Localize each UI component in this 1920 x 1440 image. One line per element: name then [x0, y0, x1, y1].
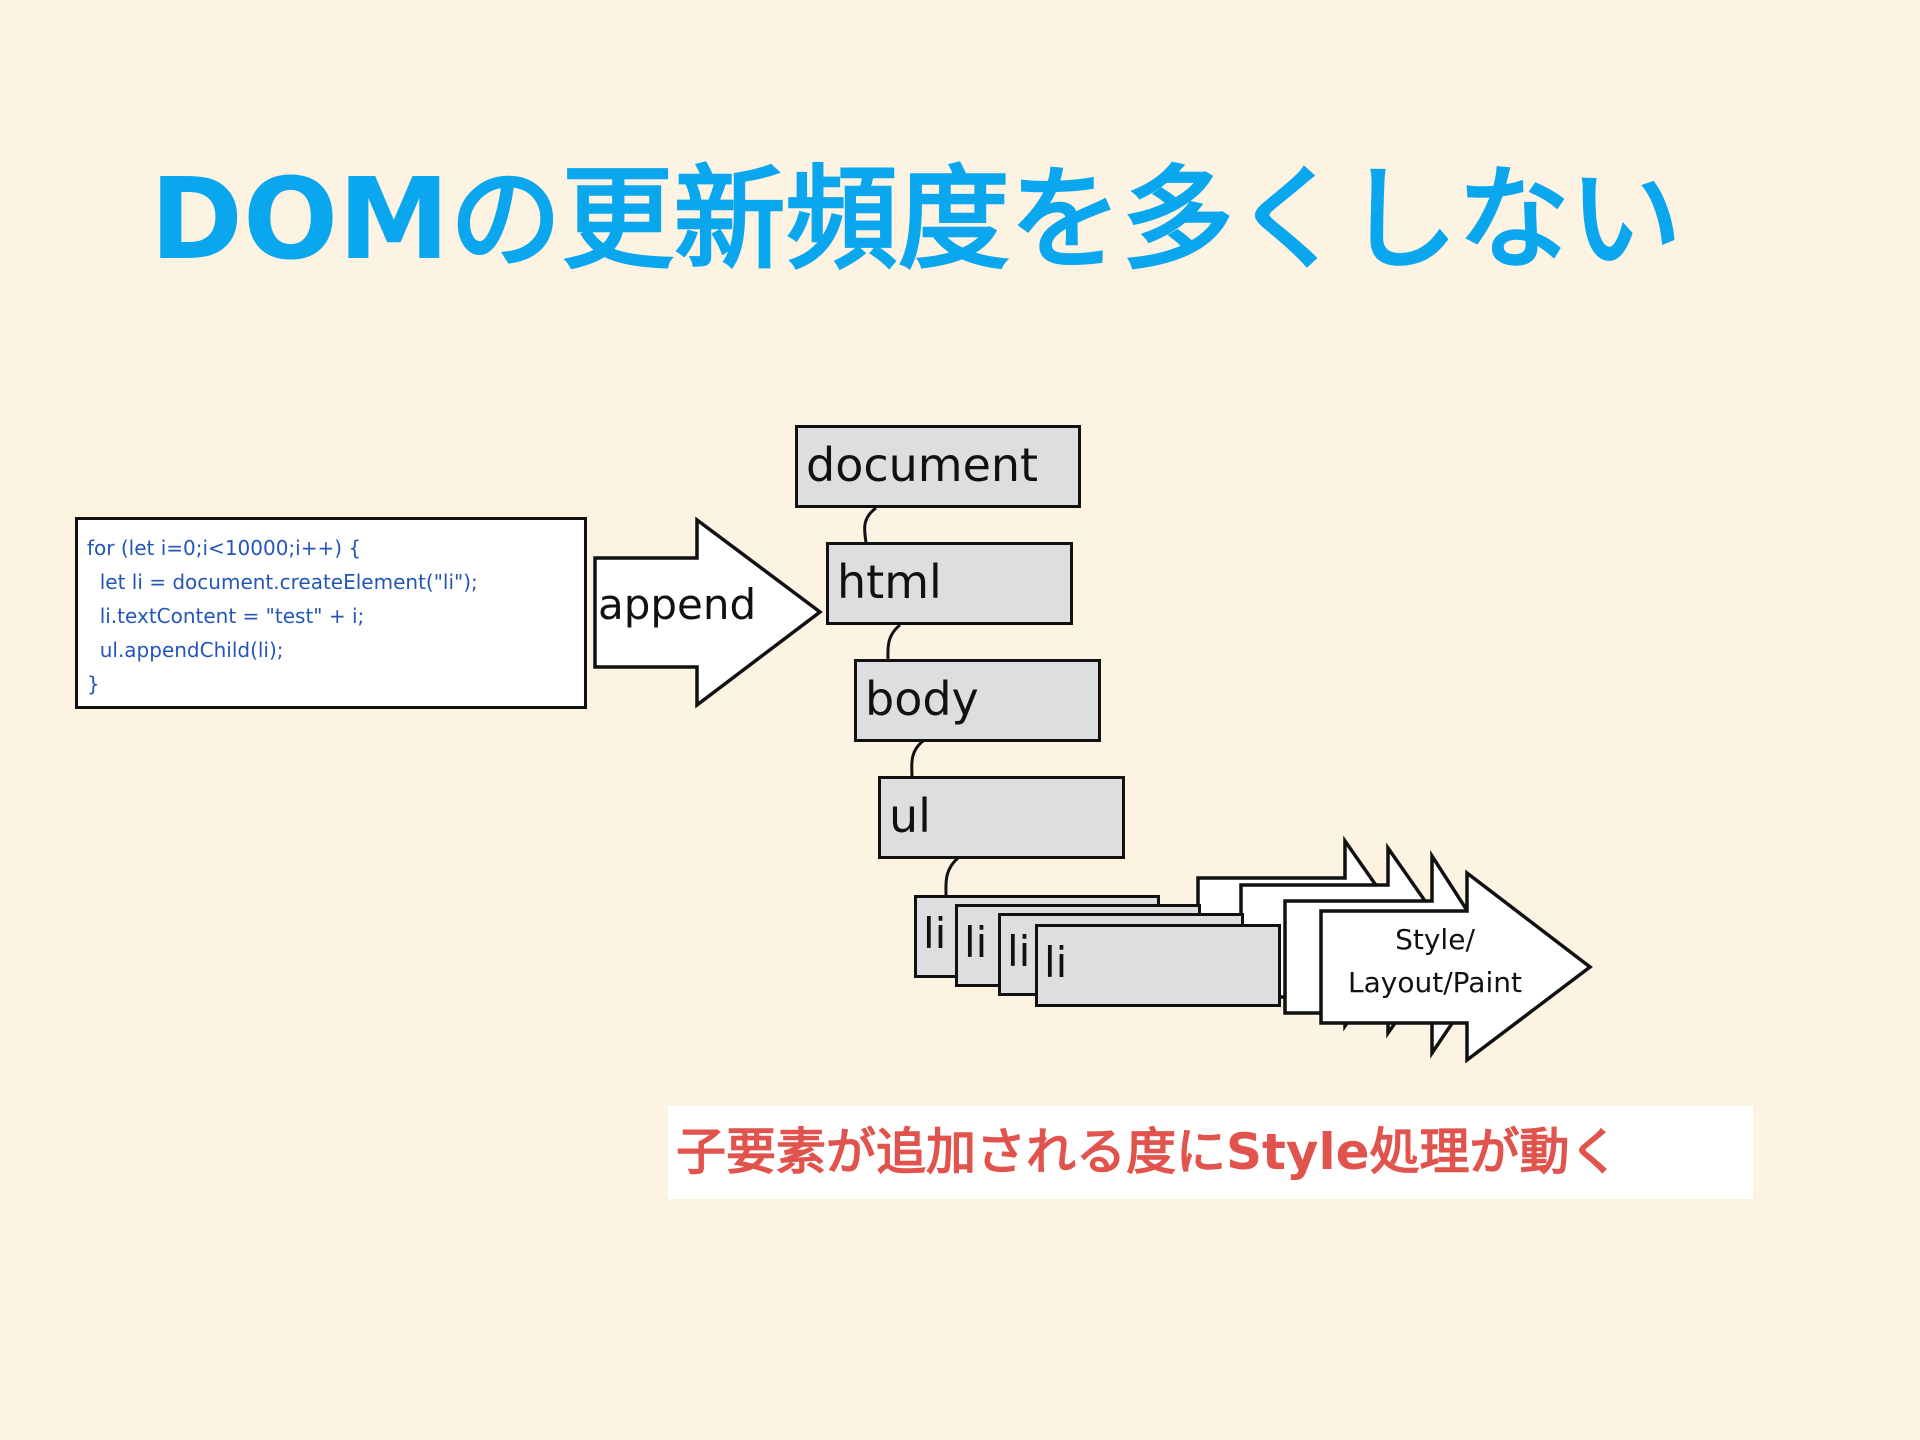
code-line: } [87, 672, 100, 696]
dom-node-ul: ul [878, 776, 1125, 859]
code-line: li.textContent = "test" + i; [87, 604, 365, 628]
style-layout-paint-label: Style/ Layout/Paint [1335, 918, 1535, 1004]
caption: 子要素が追加される度にStyle処理が動く [668, 1106, 1753, 1199]
dom-node-document: document [795, 425, 1081, 508]
dom-node-body: body [854, 659, 1101, 742]
code-snippet-box: for (let i=0;i<10000;i++) { let li = doc… [75, 517, 587, 709]
connector-document-html [863, 506, 877, 543]
dom-node-html: html [826, 542, 1073, 625]
style-layout-paint-arrow-front [1319, 869, 1593, 1064]
slide-title: DOMの更新頻度を多くしない [150, 155, 1682, 285]
code-line: let li = document.createElement("li"); [87, 570, 478, 594]
style-label-line2: Layout/Paint [1348, 966, 1522, 999]
connector-ul-li [944, 856, 960, 896]
append-arrow [593, 516, 823, 709]
code-line: ul.appendChild(li); [87, 638, 284, 662]
dom-node-li: li [1035, 924, 1281, 1007]
code-line: for (let i=0;i<10000;i++) { [87, 536, 362, 560]
append-label: append [598, 580, 757, 629]
style-label-line1: Style/ [1395, 923, 1475, 956]
connector-html-body [886, 623, 901, 661]
connector-body-ul [910, 739, 924, 778]
